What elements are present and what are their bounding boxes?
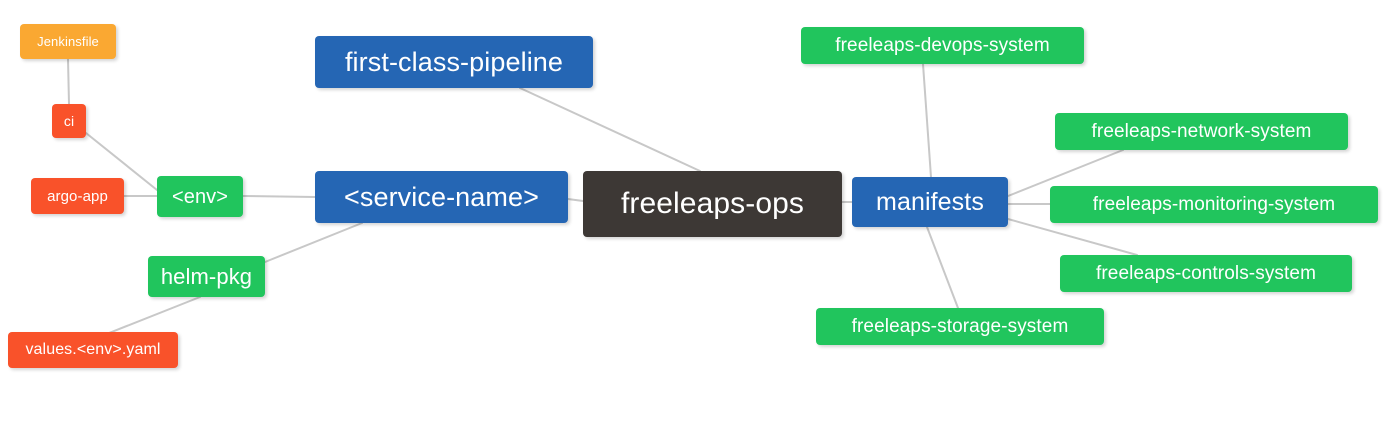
- node-label-first-class-pipeline: first-class-pipeline: [344, 46, 564, 77]
- edge-manifests-to-freeleaps-controls-system: [1007, 218, 1138, 256]
- node-freeleaps-devops-system[interactable]: freeleaps-devops-system: [801, 27, 1084, 64]
- node-label-jenkinsfile: Jenkinsfile: [37, 34, 99, 49]
- node-helm-pkg[interactable]: helm-pkg: [148, 256, 265, 297]
- edge-service-name-to-helm-pkg: [264, 222, 363, 263]
- node-label-freeleaps-monitoring-system: freeleaps-monitoring-system: [1092, 194, 1336, 215]
- node-argo-app[interactable]: argo-app: [31, 178, 124, 214]
- edge-jenkinsfile-to-ci: [67, 58, 70, 105]
- node-label-manifests: manifests: [876, 187, 984, 216]
- edge-manifests-to-freeleaps-devops-system: [922, 63, 932, 178]
- node-freeleaps-monitoring-system[interactable]: freeleaps-monitoring-system: [1050, 186, 1378, 223]
- node-label-service-name: <service-name>: [344, 181, 539, 212]
- node-label-freeleaps-network-system: freeleaps-network-system: [1091, 121, 1312, 142]
- node-label-freeleaps-controls-system: freeleaps-controls-system: [1095, 263, 1317, 284]
- node-label-freeleaps-ops: freeleaps-ops: [620, 187, 805, 220]
- node-label-env: <env>: [171, 185, 229, 208]
- node-label-freeleaps-storage-system: freeleaps-storage-system: [851, 316, 1069, 337]
- node-service-name[interactable]: <service-name>: [315, 171, 568, 223]
- node-env[interactable]: <env>: [157, 176, 243, 217]
- edge-manifests-to-freeleaps-storage-system: [926, 226, 959, 309]
- node-jenkinsfile[interactable]: Jenkinsfile: [20, 24, 116, 59]
- node-ci[interactable]: ci: [52, 104, 86, 138]
- edge-service-name-to-freeleaps-ops: [567, 198, 584, 202]
- edge-env-to-service-name: [242, 195, 316, 198]
- node-freeleaps-storage-system[interactable]: freeleaps-storage-system: [816, 308, 1104, 345]
- node-first-class-pipeline[interactable]: first-class-pipeline: [315, 36, 593, 88]
- node-label-argo-app: argo-app: [47, 187, 108, 205]
- edge-first-class-pipeline-to-freeleaps-ops: [519, 87, 701, 172]
- node-label-helm-pkg: helm-pkg: [160, 263, 253, 289]
- node-freeleaps-network-system[interactable]: freeleaps-network-system: [1055, 113, 1348, 150]
- node-freeleaps-controls-system[interactable]: freeleaps-controls-system: [1060, 255, 1352, 292]
- node-label-values-yaml: values.<env>.yaml: [25, 341, 161, 358]
- node-manifests[interactable]: manifests: [852, 177, 1008, 227]
- node-label-freeleaps-devops-system: freeleaps-devops-system: [835, 35, 1050, 56]
- node-values-yaml[interactable]: values.<env>.yaml: [8, 332, 178, 368]
- edge-helm-pkg-to-values-yaml: [103, 296, 201, 336]
- node-label-ci: ci: [63, 113, 75, 129]
- node-freeleaps-ops[interactable]: freeleaps-ops: [583, 171, 842, 237]
